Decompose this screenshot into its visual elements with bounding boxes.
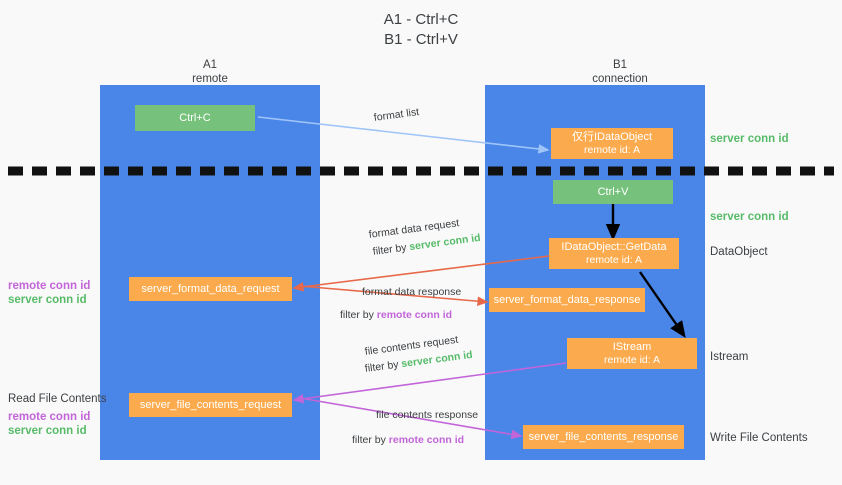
node-istream[interactable]: IStream remote id: A — [567, 338, 697, 369]
node-ctrl-c-label: Ctrl+C — [179, 111, 211, 124]
node-ctrl-c[interactable]: Ctrl+C — [135, 105, 255, 131]
node-istream-sub: remote id: A — [603, 353, 661, 366]
node-getdata[interactable]: IDataObject::GetData remote id: A — [549, 238, 679, 269]
node-server-format-data-response[interactable]: server_format_data_response — [489, 288, 645, 312]
edge-format-data-response-line1: format data response — [362, 286, 462, 298]
edge-label-file-contents-response: file contents response filter by remote … — [352, 408, 479, 447]
label-read-file-contents: Read File Contents — [8, 393, 107, 405]
arrow-format-data-response — [299, 285, 489, 306]
node-istream-label: IStream — [612, 340, 652, 353]
annotation-dataobject: DataObject — [710, 246, 768, 258]
node-getdata-sub: remote id: A — [585, 253, 643, 266]
arrow-format-data-request — [292, 255, 550, 292]
annotation-write-file-contents: Write File Contents — [710, 432, 808, 444]
edge-file-contents-response-line1: file contents response — [376, 409, 479, 421]
node-ctrl-v-label: Ctrl+V — [597, 185, 629, 198]
node-server-file-contents-request[interactable]: server_file_contents_request — [129, 393, 292, 417]
filter-prefix-4: filter by — [352, 434, 389, 446]
annotation-server-conn-id-mid: server conn id — [710, 211, 789, 223]
filter-value-2: remote conn id — [376, 309, 453, 321]
annotation-server-conn-id-top: server conn id — [710, 133, 789, 145]
node-idataobject-label: 仅行IDataObject — [571, 130, 653, 143]
page-title: A1 - Ctrl+C B1 - Ctrl+V — [383, 11, 459, 48]
edge-file-contents-response-filter: filter by remote conn id — [352, 433, 478, 447]
arrow-file-contents-response — [299, 397, 523, 440]
left-remote-conn-id-mid: remote conn id — [8, 280, 91, 292]
node-server-format-data-response-label: server_format_data_response — [493, 293, 641, 306]
node-server-format-data-request-label: server_format_data_request — [141, 282, 280, 295]
column-a1-name: A1 — [202, 59, 218, 71]
node-idataobject-sub: remote id: A — [583, 143, 641, 156]
column-header-b1: B1 connection — [540, 58, 700, 86]
left-server-conn-id-lower: server conn id — [8, 425, 87, 437]
edge-label-format-data-response: format data response filter by remote co… — [340, 285, 462, 322]
node-idataobject[interactable]: 仅行IDataObject remote id: A — [551, 128, 673, 159]
left-annotation-lower: Read File Contents remote conn id server… — [8, 392, 106, 438]
node-getdata-label: IDataObject::GetData — [561, 240, 667, 253]
node-server-file-contents-response-label: server_file_contents_response — [528, 430, 679, 443]
filter-value-4: remote conn id — [388, 434, 465, 446]
left-annotation-mid: remote conn id server conn id — [8, 279, 90, 307]
arrow-file-contents-request — [292, 362, 567, 404]
edge-label-file-contents-request: file contents request filter by server c… — [364, 334, 473, 375]
left-remote-conn-id-lower: remote conn id — [8, 411, 91, 423]
filter-prefix-2: filter by — [340, 309, 377, 321]
column-b1-sub: connection — [592, 73, 648, 85]
column-b1-name: B1 — [612, 59, 628, 71]
node-server-file-contents-response[interactable]: server_file_contents_response — [523, 425, 684, 449]
column-header-a1: A1 remote — [130, 58, 290, 86]
node-ctrl-v[interactable]: Ctrl+V — [553, 180, 673, 204]
edge-format-data-response-filter: filter by remote conn id — [340, 308, 461, 322]
left-server-conn-id-mid: server conn id — [8, 294, 87, 306]
node-server-format-data-request[interactable]: server_format_data_request — [129, 277, 292, 301]
column-a1-sub: remote — [192, 73, 228, 85]
node-server-file-contents-request-label: server_file_contents_request — [139, 398, 282, 411]
annotation-istream: Istream — [710, 351, 749, 363]
arrow-getdata-istream — [639, 271, 686, 338]
edge-label-format-data-request: format data request filter by server con… — [368, 217, 481, 258]
arrow-format-list — [257, 116, 550, 154]
